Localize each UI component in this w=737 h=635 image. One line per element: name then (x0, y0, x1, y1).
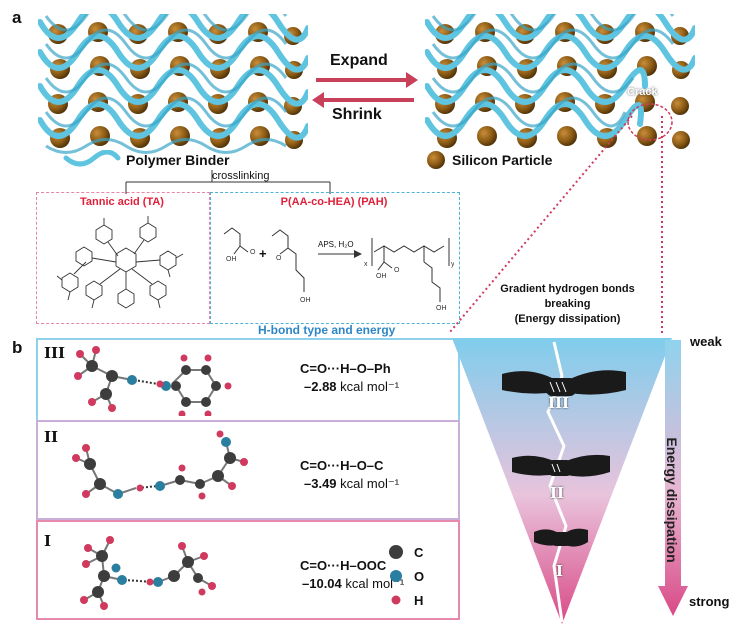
row-ii-energy: –3.49 kcal mol⁻¹ (304, 476, 399, 492)
atom-legend-oxygen: O (388, 564, 424, 588)
svg-text:OH: OH (300, 297, 311, 304)
hydrogen-atom-icon (391, 595, 401, 605)
svg-text:y: y (451, 261, 454, 268)
row-iii-energy: –2.88 kcal mol⁻¹ (304, 379, 399, 395)
pah-box (210, 192, 460, 324)
gradient-label-line3: (Energy dissipation) (514, 313, 621, 325)
expand-label: Expand (330, 52, 388, 69)
polymer-binder-icon (63, 150, 121, 167)
atom-legend-o-label: O (414, 568, 425, 584)
carbon-atom-icon (389, 545, 403, 559)
legend-silicon: Silicon Particle (452, 152, 553, 168)
row-ii-bond: C=O···H–O–C (300, 458, 384, 473)
gradient-label: Gradient hydrogen bonds breaking (Energy… (460, 282, 675, 327)
tannic-acid-structure (56, 216, 184, 309)
tannic-acid-box (36, 192, 210, 324)
row-i-energy-unit: kcal mol⁻¹ (345, 576, 405, 591)
row-i-energy-value: –10.04 (302, 576, 342, 591)
crack-label: Crack (627, 86, 658, 98)
row-iii-molecule (74, 346, 232, 416)
gradient-triangle (452, 338, 672, 624)
atom-legend-carbon: C (388, 540, 424, 564)
shrink-label: Shrink (332, 106, 382, 123)
weak-label: weak (690, 334, 722, 349)
pah-title: P(AA-co-HEA) (PAH) (280, 196, 388, 208)
row-i-energy: –10.04 kcal mol⁻¹ (302, 576, 404, 592)
hbond-title: H-bond type and energy (258, 323, 396, 337)
row-ii-energy-unit: kcal mol⁻¹ (340, 476, 400, 491)
row-ii-roman: II (44, 428, 59, 446)
atom-legend-hydrogen: H (388, 588, 424, 612)
expand-shrink-arrows (312, 72, 418, 108)
row-iii-bond: C=O···H–O–Ph (300, 361, 391, 376)
triangle-roman-ii: II (550, 484, 565, 502)
triangle-roman-iii: III (548, 394, 570, 412)
oxygen-atom-icon (390, 570, 402, 582)
pah-reaction-scheme: OH O O OH OH O OH x y (223, 227, 454, 312)
row-iii-roman: III (44, 344, 66, 362)
row-ii-energy-value: –3.49 (304, 476, 337, 491)
gradient-label-line2: breaking (544, 298, 591, 310)
svg-text:OH: OH (226, 256, 237, 263)
panel-a-label: a (12, 8, 22, 27)
reaction-conditions: APS, H₂O (318, 240, 354, 249)
strong-label: strong (689, 594, 730, 609)
svg-text:O: O (394, 267, 400, 274)
row-i-molecule (80, 536, 216, 610)
energy-dissipation-label-wrap: Energy dissipation (660, 400, 684, 600)
gradient-label-line1: Gradient hydrogen bonds (500, 283, 635, 295)
triangle-roman-i: I (556, 562, 564, 580)
row-iii-energy-value: –2.88 (304, 379, 337, 394)
svg-text:x: x (364, 261, 368, 268)
svg-text:OH: OH (436, 305, 447, 312)
crosslinking-label: crosslinking (212, 170, 270, 182)
silicon-particle-icon (427, 151, 445, 169)
svg-text:OH: OH (376, 273, 387, 280)
atom-legend-c-label: C (414, 544, 424, 560)
row-i-bond: C=O···H–OOC (300, 558, 387, 573)
svg-text:O: O (276, 255, 282, 262)
binder-lattice-expanded-left (38, 14, 308, 159)
row-i-roman: I (44, 532, 52, 550)
legend-binder: Polymer Binder (126, 152, 230, 168)
atom-legend: C O H (388, 540, 424, 612)
row-ii-box (36, 420, 460, 520)
atom-legend-h-label: H (414, 592, 424, 608)
energy-dissipation-label: Energy dissipation (664, 437, 680, 563)
ta-title: Tannic acid (TA) (80, 196, 164, 208)
row-ii-molecule (72, 430, 248, 500)
row-iii-energy-unit: kcal mol⁻¹ (340, 379, 400, 394)
energy-dissipation-arrow (658, 340, 688, 616)
binder-lattice-cracked-right (425, 14, 695, 149)
panel-b-label: b (12, 338, 23, 357)
svg-text:O: O (250, 249, 256, 256)
plus-sign: + (259, 246, 267, 261)
crack-guide-lines (449, 115, 663, 336)
